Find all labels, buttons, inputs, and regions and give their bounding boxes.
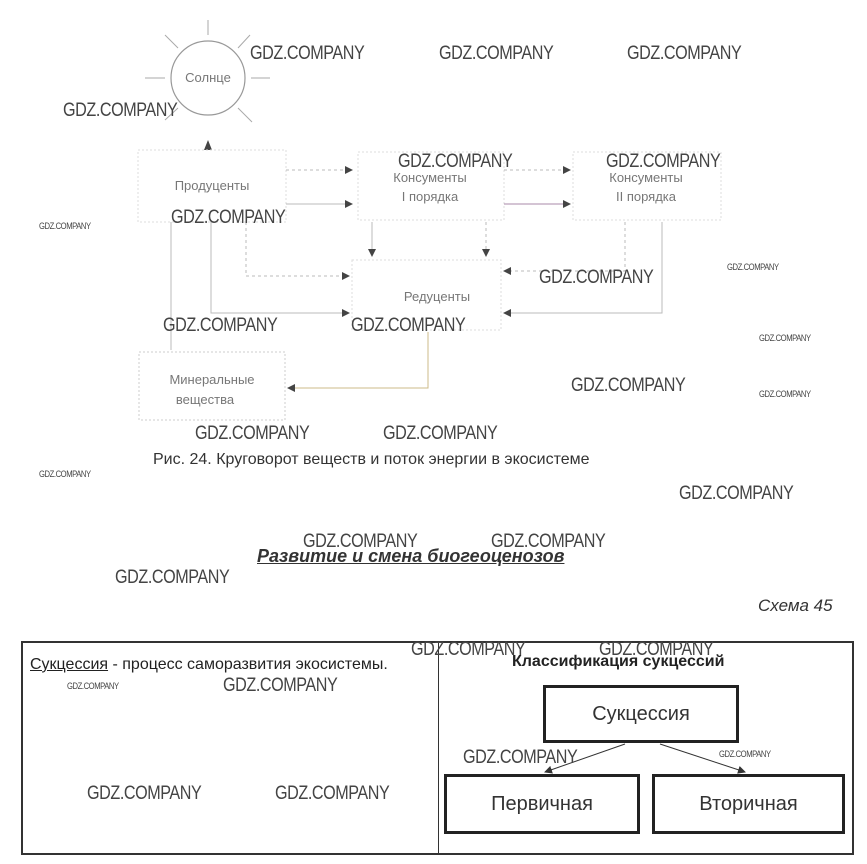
succession-table bbox=[21, 641, 854, 855]
classification-title: Классификация сукцессий bbox=[512, 653, 725, 670]
ecosystem-diagram: Солнце Продуценты Консументы I порядка К… bbox=[137, 20, 722, 421]
watermark: GDZ.COMPANY bbox=[275, 783, 390, 804]
watermark: GDZ.COMPANY bbox=[39, 469, 91, 479]
consumers1-node: Консументы I порядка bbox=[357, 151, 505, 221]
reducers-node: Редуценты bbox=[351, 259, 502, 331]
minerals-label-line2: вещества bbox=[176, 392, 235, 407]
watermark: GDZ.COMPANY bbox=[63, 100, 178, 121]
succession-definition: Сукцессия - процесс саморазвития экосист… bbox=[30, 655, 410, 675]
consumers1-label-line1: Консументы bbox=[393, 170, 466, 185]
consumers1-label-line2: I порядка bbox=[402, 189, 459, 204]
watermark: GDZ.COMPANY bbox=[539, 267, 654, 288]
watermark: GDZ.COMPANY bbox=[115, 567, 230, 588]
succession-root-box: Сукцессия bbox=[543, 685, 739, 743]
watermark: GDZ.COMPANY bbox=[398, 151, 513, 172]
watermark: GDZ.COMPANY bbox=[627, 43, 742, 64]
watermark: GDZ.COMPANY bbox=[727, 262, 779, 272]
watermark: GDZ.COMPANY bbox=[439, 43, 554, 64]
watermark: GDZ.COMPANY bbox=[411, 639, 526, 660]
watermark: GDZ.COMPANY bbox=[351, 315, 466, 336]
producers-node: Продуценты bbox=[137, 149, 287, 223]
sun-node: Солнце bbox=[145, 20, 270, 123]
consumers2-label-line1: Консументы bbox=[609, 170, 682, 185]
watermark: GDZ.COMPANY bbox=[195, 423, 310, 444]
figure-caption: Рис. 24. Круговорот веществ и поток энер… bbox=[153, 451, 590, 468]
scheme-label: Схема 45 bbox=[758, 596, 833, 615]
minerals-node: Минеральные вещества bbox=[138, 351, 286, 421]
table-divider bbox=[438, 643, 439, 853]
watermark: GDZ.COMPANY bbox=[250, 43, 365, 64]
consumers2-node: Консументы II порядка bbox=[572, 151, 722, 221]
minerals-label-line1: Минеральные bbox=[169, 372, 254, 387]
watermark: GDZ.COMPANY bbox=[87, 783, 202, 804]
primary-succession-box: Первичная bbox=[444, 774, 640, 834]
watermark: GDZ.COMPANY bbox=[303, 531, 418, 552]
watermark: GDZ.COMPANY bbox=[163, 315, 278, 336]
watermark: GDZ.COMPANY bbox=[571, 375, 686, 396]
watermark: GDZ.COMPANY bbox=[39, 221, 91, 231]
watermark: GDZ.COMPANY bbox=[759, 333, 811, 343]
secondary-succession-box: Вторичная bbox=[652, 774, 845, 834]
watermark: GDZ.COMPANY bbox=[463, 747, 578, 768]
watermark: GDZ.COMPANY bbox=[599, 639, 714, 660]
definition-text: - процесс саморазвития экосистемы. bbox=[108, 656, 388, 673]
definition-term: Сукцессия bbox=[30, 656, 109, 673]
watermark: GDZ.COMPANY bbox=[719, 749, 771, 759]
consumers2-label-line2: II порядка bbox=[616, 189, 677, 204]
watermark: GDZ.COMPANY bbox=[223, 675, 338, 696]
watermark: GDZ.COMPANY bbox=[171, 207, 286, 228]
watermark: GDZ.COMPANY bbox=[606, 151, 721, 172]
flow-arrows bbox=[170, 166, 663, 392]
reducers-label: Редуценты bbox=[404, 289, 470, 304]
watermark: GDZ.COMPANY bbox=[759, 389, 811, 399]
watermark: GDZ.COMPANY bbox=[383, 423, 498, 444]
producers-label: Продуценты bbox=[175, 178, 250, 193]
section-title: Развитие и смена биогеоценозов bbox=[257, 546, 565, 566]
sun-arrow bbox=[204, 140, 212, 150]
sun-label: Солнце bbox=[185, 70, 231, 85]
watermark: GDZ.COMPANY bbox=[491, 531, 606, 552]
watermark: GDZ.COMPANY bbox=[67, 681, 119, 691]
watermark: GDZ.COMPANY bbox=[679, 483, 794, 504]
